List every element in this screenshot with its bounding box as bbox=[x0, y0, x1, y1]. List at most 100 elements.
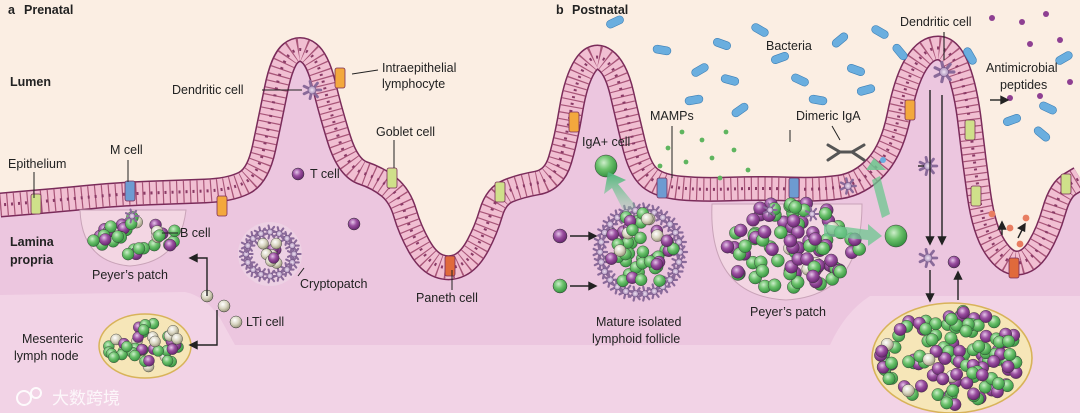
dendritic-cell-icon bbox=[805, 206, 820, 222]
dendritic-cell-icon bbox=[671, 233, 687, 250]
lymphocyte bbox=[929, 344, 943, 358]
lymphocyte bbox=[734, 223, 748, 238]
mamp-dot bbox=[709, 155, 715, 161]
bacterium-icon bbox=[713, 37, 731, 51]
panel-a-letter: a bbox=[8, 3, 16, 17]
lymphocyte bbox=[660, 234, 674, 247]
lymphocyte bbox=[893, 323, 907, 336]
dendritic-cell-icon bbox=[239, 246, 254, 262]
lamina-label-line2: propria bbox=[10, 253, 54, 267]
lymphocyte bbox=[613, 244, 627, 257]
lymphocyte bbox=[915, 379, 928, 393]
bacterium-icon bbox=[771, 51, 789, 65]
lymphocyte bbox=[771, 253, 785, 268]
lymphocyte bbox=[788, 200, 802, 214]
lymphocyte bbox=[634, 273, 648, 286]
dendritic-cell-icon bbox=[667, 263, 684, 280]
antimicrobial-peptide-dot bbox=[1006, 224, 1014, 232]
deep-tissue bbox=[0, 292, 1080, 413]
bacterium-icon bbox=[1039, 101, 1057, 115]
dendritic-cell-icon bbox=[240, 238, 256, 254]
dendritic-cell-icon bbox=[637, 285, 653, 302]
lti-cell bbox=[229, 315, 243, 329]
epithelium-label: Epithelium bbox=[8, 157, 66, 171]
lymphocyte bbox=[975, 368, 989, 382]
lymphocyte bbox=[111, 230, 124, 243]
goblet-cell-label: Goblet cell bbox=[376, 125, 435, 139]
lymphocyte bbox=[1002, 334, 1015, 348]
lymphocyte bbox=[944, 312, 958, 326]
b-cell bbox=[552, 278, 568, 294]
lymphocyte bbox=[108, 351, 120, 363]
lymphocyte bbox=[153, 229, 166, 242]
lymphocyte bbox=[606, 228, 619, 241]
peyers-patch-b-label: Peyer’s patch bbox=[750, 305, 826, 319]
antimicrobial-peptide-dot bbox=[1022, 214, 1030, 222]
panel-b-title: Postnatal bbox=[572, 3, 628, 17]
lymphocyte bbox=[901, 384, 915, 397]
lymphocyte bbox=[783, 234, 798, 248]
bacterium-icon bbox=[871, 25, 889, 39]
t-cell bbox=[947, 255, 961, 269]
dimeric-iga-label: Dimeric IgA bbox=[796, 109, 861, 123]
lymphocyte bbox=[875, 344, 889, 358]
lymphocyte bbox=[959, 324, 973, 338]
lymphocyte bbox=[922, 353, 936, 366]
paneth-cell bbox=[1008, 257, 1020, 279]
panel-b-letter: b bbox=[556, 3, 564, 17]
mesenteric-lymph-node bbox=[98, 313, 192, 379]
iga-migration-arrow-2 bbox=[824, 224, 882, 246]
dendritic-cell-icon bbox=[655, 209, 671, 226]
lymphocyte bbox=[720, 239, 735, 254]
lymphocyte bbox=[132, 242, 146, 255]
m-cell-label: M cell bbox=[110, 143, 143, 157]
dendritic-cell-icon bbox=[279, 262, 295, 278]
lymph-node-b bbox=[871, 302, 1033, 413]
goblet-cell bbox=[386, 167, 398, 189]
lymphocyte bbox=[774, 225, 788, 240]
lymphocyte bbox=[967, 387, 980, 401]
bacterium-icon bbox=[1055, 51, 1073, 65]
mln-label-line1: Mesenteric bbox=[22, 332, 83, 346]
antimicrobial-peptide-dot bbox=[1019, 19, 1025, 25]
epithelium-layer bbox=[0, 35, 1080, 281]
intraepithelial-lymphocyte bbox=[334, 67, 346, 89]
dendritic-cell-icon bbox=[597, 263, 613, 280]
mamps-label: MAMPs bbox=[650, 109, 694, 123]
lti-cell bbox=[217, 299, 231, 313]
bacterium-icon bbox=[1033, 126, 1051, 142]
lymphocyte bbox=[902, 355, 916, 369]
isolated-lymphoid-follicle bbox=[592, 202, 689, 302]
peyers-patch-a bbox=[79, 208, 187, 267]
lymphocyte bbox=[818, 207, 833, 221]
lymphocyte bbox=[149, 335, 161, 348]
bacterium-icon bbox=[751, 23, 769, 37]
bacteria-group bbox=[606, 15, 1073, 142]
lymphocyte bbox=[1003, 348, 1017, 361]
bacterium-icon bbox=[847, 63, 865, 77]
lymphocyte bbox=[987, 355, 1001, 368]
lymphocyte bbox=[957, 306, 970, 320]
lymphocyte bbox=[163, 238, 177, 252]
dendritic-cell-icon bbox=[285, 238, 300, 254]
iga-cell-label: IgA+ cell bbox=[582, 135, 630, 149]
lamina-label-line1: Lamina bbox=[10, 235, 55, 249]
lymphocyte bbox=[731, 265, 745, 279]
dendritic-cell-label-b: Dendritic cell bbox=[900, 15, 972, 29]
mln-label-line2: lymph node bbox=[14, 349, 79, 363]
watermark-text: 大数跨境 bbox=[52, 389, 120, 409]
mamp-dots bbox=[657, 11, 1073, 248]
lymphocyte bbox=[755, 264, 770, 278]
lymphocyte bbox=[992, 377, 1005, 390]
lymphocyte bbox=[166, 343, 179, 355]
lymphocyte bbox=[919, 322, 933, 336]
goblet-cell bbox=[494, 181, 506, 203]
mamp-dot bbox=[723, 129, 729, 135]
lymphocyte bbox=[929, 317, 943, 331]
lymphocyte bbox=[137, 324, 150, 336]
iel-label-line1: Intraepithelial bbox=[382, 61, 456, 75]
bacterium-icon bbox=[808, 94, 828, 106]
bacterium-icon bbox=[1003, 113, 1021, 127]
intraepithelial-lymphocyte bbox=[568, 111, 580, 133]
